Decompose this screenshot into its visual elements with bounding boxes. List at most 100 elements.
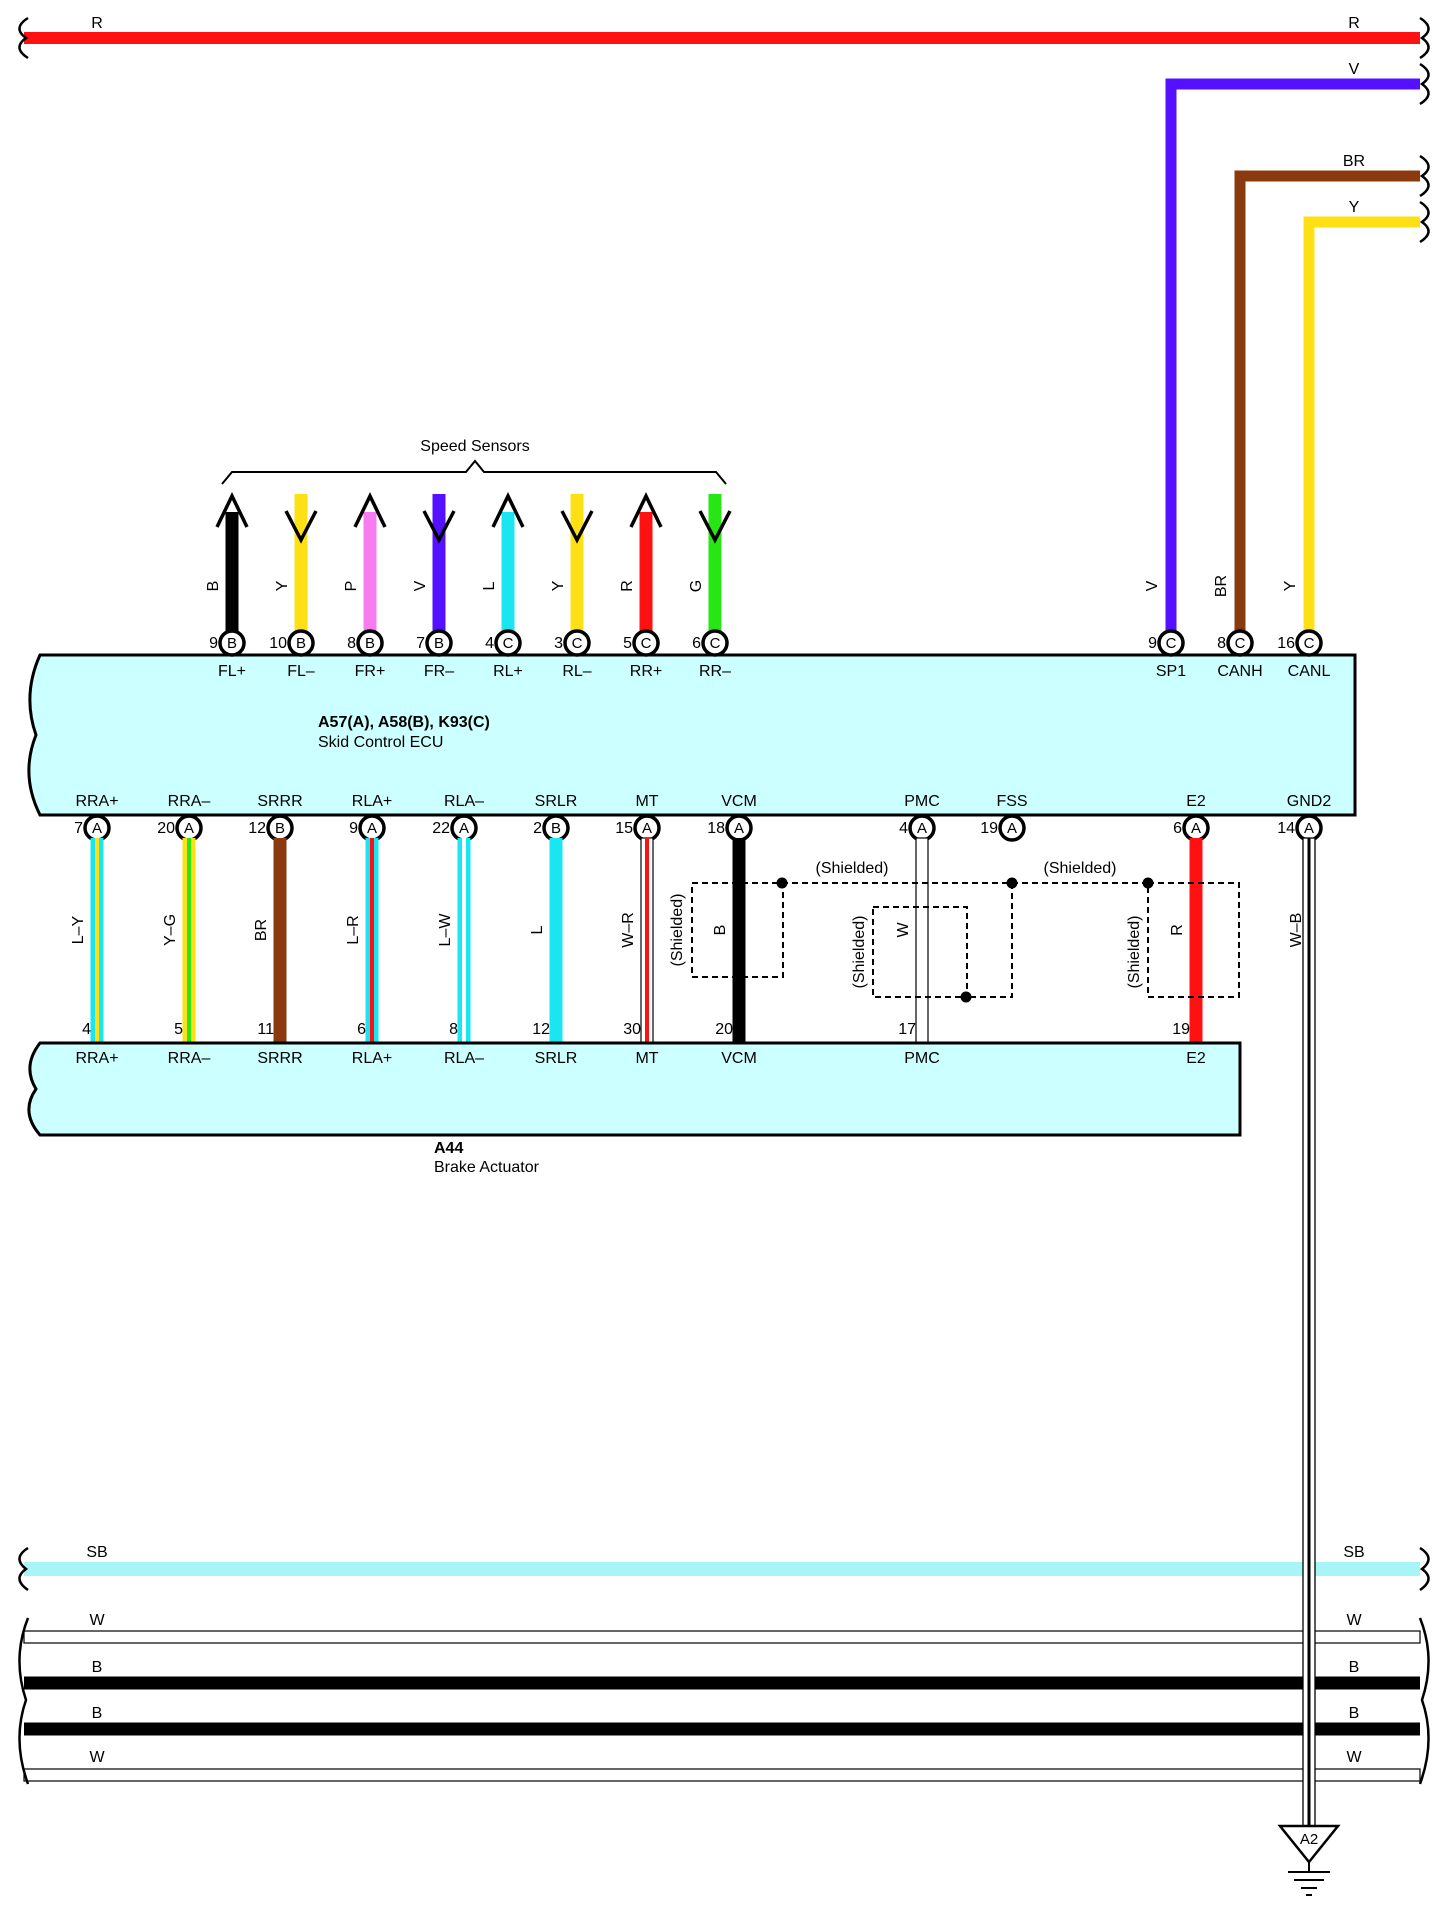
ecu-pin-RLA–: A22 — [432, 814, 478, 842]
actuator-wire-body — [915, 837, 929, 1044]
ecu-bottom-func-label: GND2 — [1287, 793, 1332, 810]
shield-fss-line — [966, 883, 1013, 998]
wire-v-spd: V — [1165, 61, 1420, 640]
ecu-func-label: RL– — [562, 663, 591, 680]
ecu-func-label: FL+ — [218, 663, 246, 680]
ecu-pin-E2: A6 — [1173, 814, 1210, 842]
ecu-pin-FL+-number: 9 — [209, 635, 218, 652]
wire-br-canh: BR — [1234, 153, 1420, 640]
ecu-pin-FR–-letter: B — [434, 635, 444, 652]
ecu-func-label: RR+ — [630, 663, 662, 680]
actuator-func-label: RRA+ — [75, 1050, 118, 1067]
actuator-func-label: SRLR — [535, 1050, 578, 1067]
wire-v-spd-line — [1165, 78, 1420, 640]
junction-dot-4 — [960, 991, 972, 1003]
shielded-vlabel-3: (Shielded) — [1126, 916, 1143, 989]
bus-sb-label-right: SB — [1343, 1544, 1364, 1561]
break-mark-left-bottom-upper — [18, 1546, 29, 1592]
arrow-down-icon — [422, 510, 456, 544]
ecu-pin-RR–: C6 — [692, 629, 729, 657]
ecu-pin-RR+: C5 — [623, 629, 660, 657]
ecu-pin-RR–-circle — [701, 629, 729, 657]
actuator-wire-8: B20 — [712, 838, 746, 1043]
sensor-wire-color-label: V — [412, 580, 429, 591]
actuator-func-label: PMC — [904, 1050, 940, 1067]
ecu-pin-CANL-number: 16 — [1277, 635, 1295, 652]
sensor-wire-7: R — [619, 491, 663, 640]
bus-r-top: R R — [24, 15, 1420, 44]
ecu-pin-FR+-number: 8 — [347, 635, 356, 652]
actuator-name: Brake Actuator — [434, 1159, 540, 1176]
break-mark-right-sb — [1419, 1546, 1430, 1592]
wire-y-canl-bus-label: Y — [1349, 199, 1360, 216]
ecu-func-label: RL+ — [493, 663, 523, 680]
bus-w-1: W W — [23, 1612, 1421, 1644]
actuator-pin-number: 12 — [532, 1021, 550, 1038]
ecu-name: Skid Control ECU — [318, 734, 443, 751]
ecu-bottom-func-label: VCM — [721, 793, 757, 810]
sensor-wire-4: V — [412, 494, 456, 640]
ecu-pin-SRRR-number: 12 — [248, 820, 266, 837]
actuator-wire-color-label: BR — [253, 919, 270, 941]
break-mark-left-top — [18, 16, 29, 60]
sensor-wire-5: L — [481, 491, 525, 640]
ecu-func-label: CANH — [1217, 663, 1262, 680]
shield-box-pmc — [872, 906, 968, 998]
ecu-pin-FR–-number: 7 — [416, 635, 425, 652]
ecu-pin-FL–-number: 10 — [269, 635, 287, 652]
ecu-pin-SP1-number: 9 — [1148, 635, 1157, 652]
shield-network — [691, 882, 1240, 998]
ecu-pin-RL–-letter: C — [572, 635, 583, 652]
ecu-pin-FSS-letter: A — [1007, 820, 1017, 837]
ecu-pin-CANL-letter: C — [1304, 635, 1315, 652]
shield-box-e2 — [1147, 882, 1240, 998]
actuator-wire-color-label: L–W — [437, 913, 454, 947]
ecu-pin-FR+-letter: B — [365, 635, 375, 652]
sensor-wire-color-label: Y — [274, 580, 291, 591]
ecu-pin-RRA+: A7 — [74, 814, 111, 842]
shield-junctions — [776, 877, 1154, 1003]
break-mark-right-y — [1419, 200, 1430, 244]
wire-y-canl-line — [1303, 216, 1420, 640]
ecu-pin-E2-number: 6 — [1173, 820, 1182, 837]
ecu-func-label: CANL — [1288, 663, 1331, 680]
actuator-pin-number: 17 — [898, 1021, 916, 1038]
sensor-wire-color-label: L — [481, 581, 498, 590]
ecu-pin-CANL: C 16 — [1277, 629, 1323, 657]
bus-w-2-label-right: W — [1346, 1749, 1362, 1766]
sensor-wire-color-label: P — [343, 581, 360, 592]
shielded-label-2: (Shielded) — [1044, 860, 1117, 877]
ecu-pin-FR+-circle — [356, 629, 384, 657]
gnd-wire-group: W–B A2 — [1277, 837, 1341, 1896]
ecu-pin-FL+-letter: B — [227, 635, 237, 652]
bus-r-label-right: R — [1348, 15, 1360, 32]
wire-br-canh-bus-label: BR — [1343, 153, 1365, 170]
ecu-pin-SRRR-letter: B — [275, 820, 285, 837]
wire-br-canh-line — [1234, 170, 1420, 640]
actuator-func-label: SRRR — [257, 1050, 302, 1067]
shielded-vlabel-2: (Shielded) — [851, 916, 868, 989]
bus-w-1-line — [23, 1630, 1421, 1644]
ecu-pin-RR+-number: 5 — [623, 635, 632, 652]
can-wire-color-label: V — [1144, 580, 1161, 591]
ecu-pin-FL–: B10 — [269, 629, 315, 657]
ecu-pin-SRRR: B 12 — [248, 814, 294, 842]
gnd-wire-color-label: W–B — [1288, 913, 1305, 948]
bus-sb-label-left: SB — [86, 1544, 107, 1561]
ecu-pin-RL–-number: 3 — [554, 635, 563, 652]
junction-dot-1 — [776, 877, 788, 889]
break-mark-right-v — [1419, 62, 1430, 106]
actuator-func-label: VCM — [721, 1050, 757, 1067]
ecu-pin-RLA–-number: 22 — [432, 820, 450, 837]
ecu-pin-MT-letter: A — [642, 820, 652, 837]
ecu-func-label: FR+ — [355, 663, 386, 680]
actuator-pin-number: 19 — [1172, 1021, 1190, 1038]
ecu-pin-VCM-number: 18 — [707, 820, 725, 837]
ecu-pin-FL+: B9 — [209, 629, 246, 657]
ecu-pin-CANH-letter: C — [1235, 635, 1246, 652]
ecu-pin-FL+-circle — [218, 629, 246, 657]
arrow-down-icon — [560, 510, 594, 544]
